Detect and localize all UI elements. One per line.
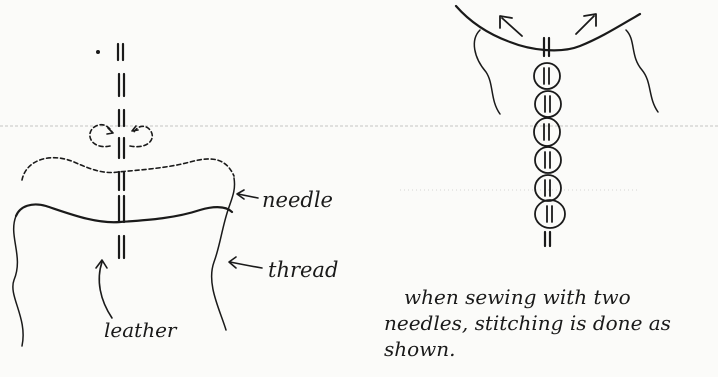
left-stitch-line: [118, 44, 124, 258]
arrow-head-loop-left: [107, 128, 113, 134]
stitch-loop: [535, 147, 561, 173]
needle-label: needle: [262, 190, 333, 211]
arrow-to-leather: [99, 262, 112, 318]
left-dashed-thread: [22, 158, 234, 180]
ink-dot: [96, 50, 100, 54]
caption-line-2: needles, stitching is done as: [384, 310, 671, 336]
left-figure: [13, 44, 262, 346]
right-hanging-thread: [212, 178, 235, 330]
left-hanging-thread: [13, 216, 23, 346]
stitch-loop: [535, 175, 561, 201]
stitch-loop: [535, 200, 565, 228]
right-left-hanging: [474, 30, 500, 114]
caption-line-3: shown.: [384, 336, 671, 362]
thread-label: thread: [268, 260, 338, 281]
stitch-loop: [534, 63, 560, 89]
caption: when sewing with two needles, stitching …: [384, 284, 671, 362]
caption-line-1: when sewing with two: [384, 284, 671, 310]
arrow-left-up: [502, 18, 522, 36]
stitch-loop: [535, 91, 561, 117]
right-right-hanging: [626, 30, 658, 112]
leather-label: leather: [104, 320, 176, 340]
stitch-loop: [534, 118, 560, 146]
arrow-right-up: [576, 16, 594, 34]
right-stitch-loops: [534, 63, 565, 228]
